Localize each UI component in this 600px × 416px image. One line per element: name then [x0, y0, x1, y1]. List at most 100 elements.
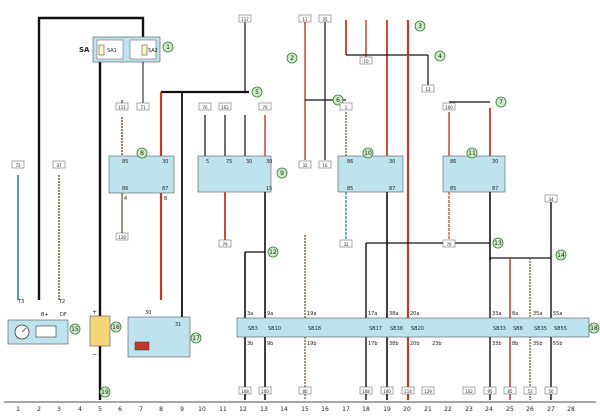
svg-text:11: 11	[468, 150, 476, 157]
item17-pin-30: 30	[145, 310, 151, 316]
relay11-pin-86: 86	[450, 159, 456, 165]
relay-10: 86 30 85 87	[337, 20, 404, 400]
fuse-sb17: SB17	[369, 326, 382, 332]
ground-bus	[244, 200, 552, 400]
connector-top-4: 13	[421, 84, 435, 93]
svg-text:15: 15	[71, 326, 79, 333]
connector-top-11: 37	[52, 160, 66, 169]
connector-bottom-1: 79	[218, 239, 232, 248]
svg-text:53: 53	[527, 389, 533, 394]
relay9-pin-75: 75	[226, 159, 232, 165]
column-number-15: 15	[301, 406, 309, 413]
callout-13: 13	[492, 237, 504, 249]
column-number-8: 8	[159, 406, 163, 413]
connector-bottom-8: 100	[380, 386, 394, 395]
column-number-11: 11	[219, 406, 227, 413]
svg-text:1: 1	[166, 44, 170, 51]
svg-text:70: 70	[202, 105, 208, 110]
relay9-pin-30a: 30	[246, 159, 252, 165]
column-number-21: 21	[424, 406, 432, 413]
relay11-pin-87: 87	[492, 186, 498, 192]
svg-text:100: 100	[261, 389, 269, 394]
svg-text:80: 80	[302, 389, 308, 394]
svg-text:114: 114	[404, 389, 412, 394]
relay8-pin-8: 8	[164, 196, 167, 202]
column-number-2: 2	[37, 406, 41, 413]
svg-text:100: 100	[383, 389, 391, 394]
svg-text:71: 71	[140, 105, 146, 110]
svg-text:10: 10	[364, 150, 372, 157]
gauge-15: T3 T2 B+ DF	[7, 299, 69, 345]
column-number-18: 18	[362, 406, 370, 413]
connector-top-10: 72	[11, 160, 25, 169]
svg-text:37: 37	[56, 163, 62, 168]
column-number-24: 24	[485, 406, 493, 413]
connector-bottom-6: 80	[298, 386, 312, 395]
callout-7: 7	[495, 96, 507, 108]
fuse-sb3: SB3	[248, 326, 258, 332]
svg-text:70: 70	[446, 242, 452, 247]
fuse-sb20: SB20	[411, 326, 424, 332]
column-number-12: 12	[239, 406, 247, 413]
column-number-26: 26	[526, 406, 534, 413]
connector-top-5: 111	[115, 102, 129, 111]
fuse-sb35: SB35	[534, 326, 547, 332]
connector-top-3: 10	[359, 56, 373, 65]
relay-9: 5 75 30 30 15	[197, 115, 272, 400]
fuse-bottom-38b: 38b	[389, 341, 399, 347]
fuse-bottom-8b: 8b	[512, 341, 518, 347]
svg-text:79: 79	[222, 242, 228, 247]
column-numbers: 1 2 3 4 5 6 7 8 9 10 11 12 13 14 15 16 1…	[4, 401, 596, 413]
connector-top-9: 70	[258, 102, 272, 111]
connector-bottom-2: 32	[339, 239, 353, 248]
callout-14: 14	[555, 249, 567, 261]
connector-bottom-13: 85	[503, 386, 517, 395]
column-number-17: 17	[342, 406, 350, 413]
svg-text:102: 102	[465, 389, 473, 394]
column-number-9: 9	[180, 406, 184, 413]
svg-text:13: 13	[425, 87, 431, 92]
column-number-3: 3	[57, 406, 61, 413]
svg-text:117: 117	[241, 17, 249, 22]
connector-bottom-3: 70	[442, 239, 456, 248]
callout-11: 11	[466, 147, 478, 159]
fuse-top-20a: 20a	[410, 311, 419, 317]
svg-text:102: 102	[221, 105, 229, 110]
switch-sa: SA SA1 SA2	[79, 36, 161, 63]
svg-text:108: 108	[241, 389, 249, 394]
svg-text:35: 35	[322, 17, 328, 22]
item17-pin-31: 31	[175, 322, 181, 328]
callout-3: 3	[414, 20, 426, 32]
svg-text:128: 128	[118, 235, 126, 240]
fuse-top-19a: 19a	[307, 311, 316, 317]
svg-text:7: 7	[499, 99, 503, 106]
fuse-bottom-23b: 23b	[432, 341, 442, 347]
relay8-pin-86: 86	[122, 186, 128, 192]
column-number-28: 28	[567, 406, 575, 413]
callout-19: 19	[99, 386, 111, 398]
svg-text:14: 14	[557, 252, 565, 259]
connector-top-1: 11	[298, 14, 312, 23]
connector-bottom-14: 53	[523, 386, 537, 395]
fuse-top-8a: 8a	[512, 311, 518, 317]
relay8-pin-4: 4	[124, 196, 127, 202]
fuse-bottom-9b: 9b	[267, 341, 273, 347]
callout-5: 5	[251, 86, 263, 98]
fuse-sb18: SB18	[308, 326, 321, 332]
sa-label: SA	[79, 46, 90, 54]
connector-bottom-9: 114	[401, 386, 415, 395]
svg-text:1: 1	[345, 105, 348, 110]
svg-text:85: 85	[507, 389, 513, 394]
callout-10: 10	[362, 147, 374, 159]
fuse-sb38: SB38	[390, 326, 403, 332]
column-number-14: 14	[280, 406, 288, 413]
relay10-pin-86: 86	[347, 159, 353, 165]
fuse-bottom-3b: 3b	[247, 341, 253, 347]
column-number-6: 6	[118, 406, 122, 413]
column-number-13: 13	[260, 406, 268, 413]
svg-text:6: 6	[336, 97, 340, 104]
fuse-bottom-35b: 35b	[533, 341, 543, 347]
fuse-top-33a: 33a	[492, 311, 501, 317]
